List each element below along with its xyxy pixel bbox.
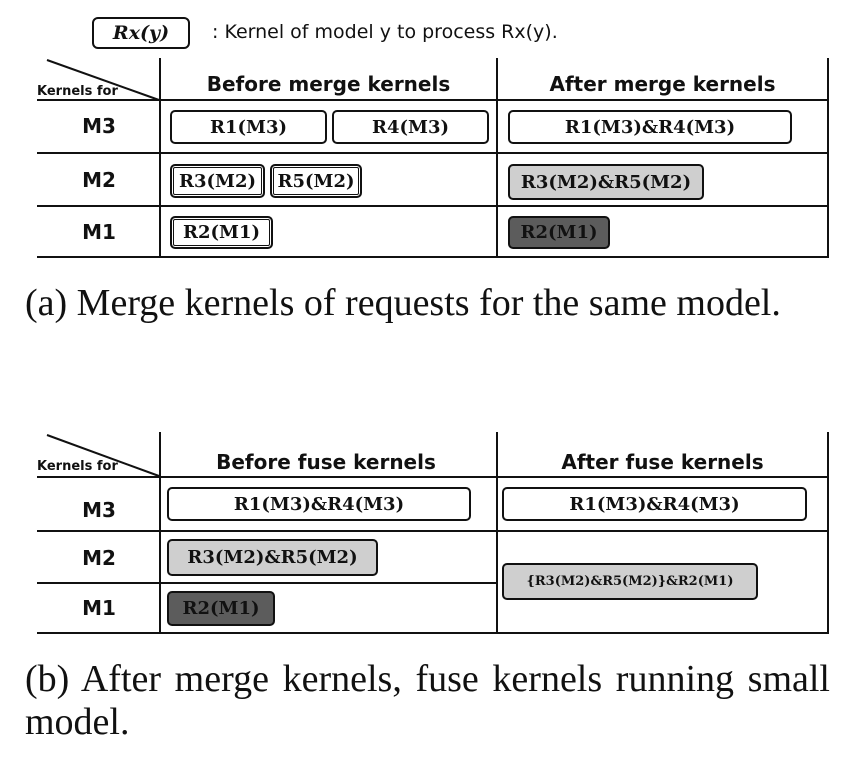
kernel-merged-m3: R1(M3)&R4(M3): [508, 110, 792, 144]
table-a-row-label-m2: M2: [82, 168, 116, 192]
kernel-r3-m2: R3(M2): [170, 164, 265, 198]
table-a-row-label-m1: M1: [82, 220, 116, 244]
table-a-corner-label: Kernels for: [37, 84, 118, 99]
table-a-row-label-m3: M3: [82, 114, 116, 138]
kernel-r1-m3: R1(M3): [170, 110, 327, 144]
kernel-before-fuse-m2: R3(M2)&R5(M2): [167, 539, 378, 576]
table-b-corner-label: Kernels for: [37, 459, 118, 474]
table-a-row-rule: [37, 205, 828, 207]
kernel-after-fuse-m3: R1(M3)&R4(M3): [502, 487, 807, 521]
table-b-row-rule: [37, 530, 828, 532]
table-b-corner-diagonal: [46, 434, 160, 477]
table-a-col-rule: [827, 58, 829, 258]
table-a-col-rule: [496, 58, 498, 258]
kernel-before-fuse-m3: R1(M3)&R4(M3): [167, 487, 471, 521]
table-b-header-before: Before fuse kernels: [216, 450, 436, 474]
table-b-row-label-m2: M2: [82, 546, 116, 570]
kernel-before-fuse-m1: R2(M1): [167, 591, 275, 626]
table-b-row-label-m1: M1: [82, 596, 116, 620]
legend-kernel-box: Rx(y): [92, 17, 190, 49]
table-a-header-before: Before merge kernels: [206, 72, 451, 96]
caption-b: (b) After merge kernels, fuse kernels ru…: [25, 658, 830, 743]
kernel-r5-m2: R5(M2): [270, 164, 362, 198]
table-a-corner-diagonal: [46, 59, 160, 101]
kernel-merged-m1: R2(M1): [508, 216, 610, 249]
kernel-r4-m3: R4(M3): [332, 110, 489, 144]
kernel-merged-m2: R3(M2)&R5(M2): [508, 164, 704, 200]
kernel-fused-m2-m1: {R3(M2)&R5(M2)}&R2(M1): [502, 563, 758, 600]
table-b-row-rule: [37, 582, 497, 584]
table-b-header-rule: [37, 476, 828, 478]
table-a-header-rule: [37, 99, 828, 101]
table-a-row-rule: [37, 152, 828, 154]
table-a-bottom-rule: [37, 256, 828, 258]
table-a-header-after: After merge kernels: [549, 72, 776, 96]
table-b-col-rule: [827, 432, 829, 634]
kernel-r2-m1: R2(M1): [170, 216, 273, 249]
legend-description: : Kernel of model y to process Rx(y).: [212, 21, 558, 43]
table-b-col-rule: [159, 432, 161, 634]
table-b-row-label-m3: M3: [82, 498, 116, 522]
table-a-col-rule: [159, 58, 161, 258]
table-b-bottom-rule: [37, 632, 828, 634]
table-b-col-rule: [496, 432, 498, 634]
caption-a: (a) Merge kernels of requests for the sa…: [25, 282, 781, 324]
table-b-header-after: After fuse kernels: [561, 450, 764, 474]
